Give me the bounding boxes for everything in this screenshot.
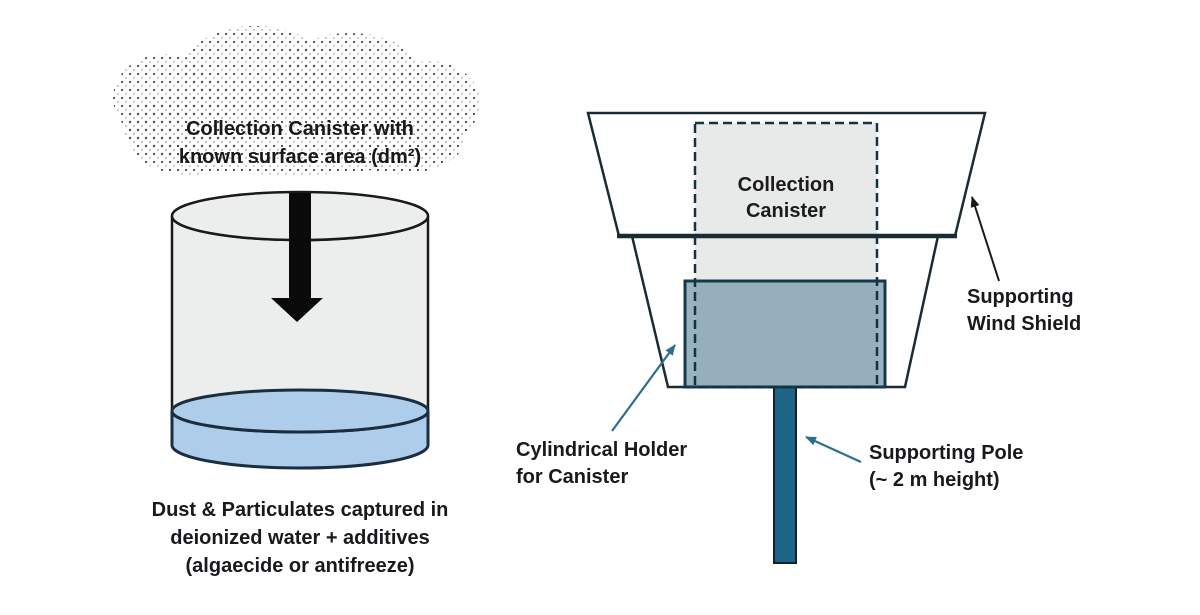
pole-arrow xyxy=(805,435,862,464)
caption-line1: Dust & Particulates captured in xyxy=(151,499,449,521)
cloud-label-line2: known surface area (dm²) xyxy=(178,146,422,168)
cloud-label-line1: Collection Canister with xyxy=(186,118,414,140)
pole-label: Supporting Pole (~ 2 m height) xyxy=(869,440,1023,494)
cloud-label: Collection Canister with known surface a… xyxy=(110,115,490,171)
wind-shield-arrow xyxy=(970,196,1000,282)
liquid-surface xyxy=(170,388,430,434)
cloud-blob xyxy=(123,81,467,175)
canister-label: Collection Canister xyxy=(695,172,877,224)
supporting-pole xyxy=(773,386,797,564)
dust-cloud xyxy=(113,26,480,175)
collection-canister-cylinder xyxy=(170,190,430,470)
holder-label: Cylindrical Holder for Canister xyxy=(516,437,687,491)
holder-label-line1: Cylindrical Holder xyxy=(516,439,688,461)
left-caption: Dust & Particulates captured in deionize… xyxy=(100,496,500,580)
holder-label-line2: for Canister xyxy=(516,466,629,488)
down-arrow-icon xyxy=(271,193,323,322)
holder-arrow xyxy=(611,344,676,432)
canister-label-line1: Collection xyxy=(737,174,835,196)
canister-dashed-outline xyxy=(693,121,879,389)
wind-shield-label: Supporting Wind Shield xyxy=(967,284,1081,338)
sampler-assembly xyxy=(586,111,1000,564)
pole-label-line2: (~ 2 m height) xyxy=(869,469,1000,491)
wind-shield-label-line2: Wind Shield xyxy=(967,313,1082,335)
caption-line3: (algaecide or antifreeze) xyxy=(185,555,415,577)
caption-line2: deionized water + additives xyxy=(170,527,430,549)
cylindrical-holder xyxy=(683,279,887,389)
wind-shield-label-line1: Supporting xyxy=(967,286,1074,308)
canister-label-line2: Canister xyxy=(745,200,827,222)
pole-label-line1: Supporting Pole xyxy=(869,442,1024,464)
